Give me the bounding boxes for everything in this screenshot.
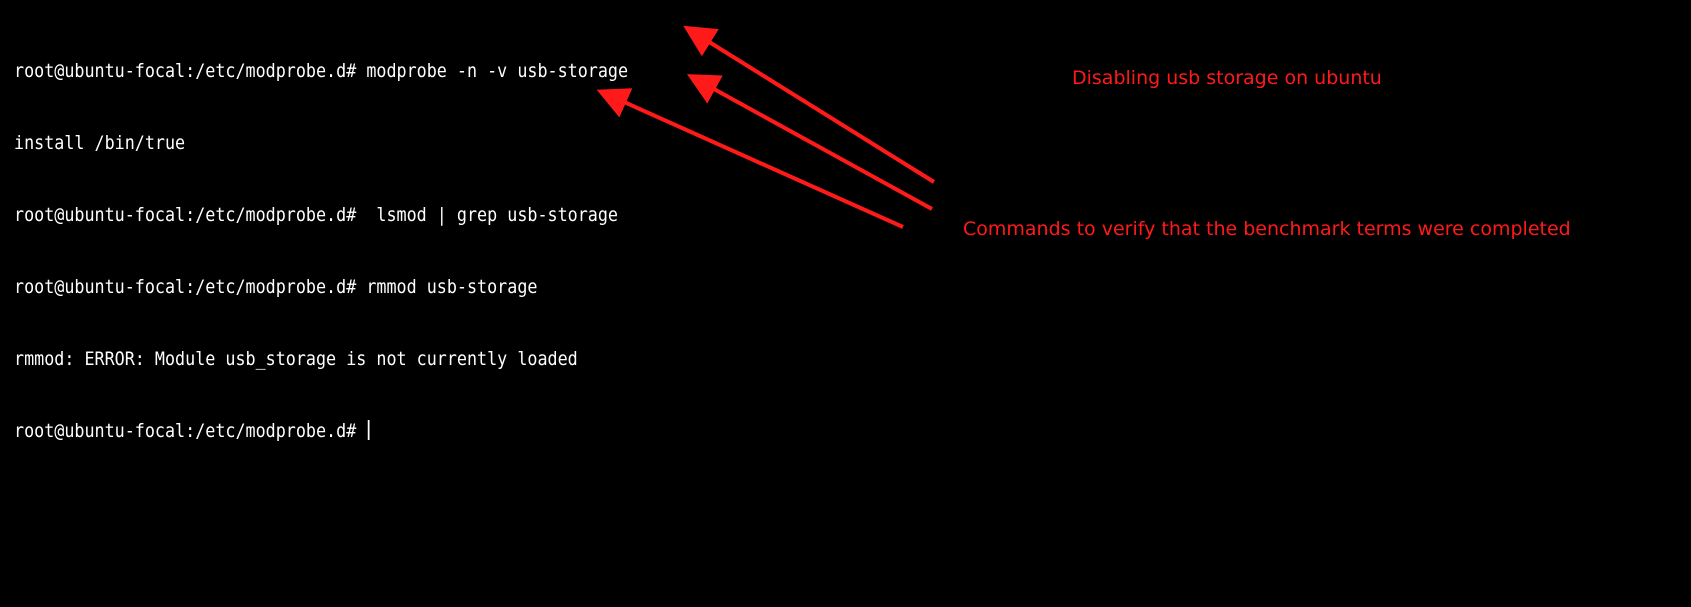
red-arrow-icon [683, 25, 936, 184]
terminal-line-command-rmmod: root@ubuntu-focal:/etc/modprobe.d# rmmod… [14, 276, 538, 298]
terminal-output[interactable]: root@ubuntu-focal:/etc/modprobe.d# modpr… [14, 11, 628, 491]
terminal-line-output-error: rmmod: ERROR: Module usb_storage is not … [14, 348, 578, 370]
red-arrow-icon [686, 74, 933, 211]
red-arrow-icon [596, 88, 904, 229]
annotation-title: Disabling usb storage on ubuntu [1072, 67, 1382, 89]
text-cursor [368, 420, 370, 440]
terminal-prompt: root@ubuntu-focal:/etc/modprobe.d# [14, 420, 367, 442]
terminal-prompt-line[interactable]: root@ubuntu-focal:/etc/modprobe.d# [14, 419, 628, 443]
terminal-line-command-lsmod: root@ubuntu-focal:/etc/modprobe.d# lsmod… [14, 204, 618, 226]
terminal-line-command-modprobe: root@ubuntu-focal:/etc/modprobe.d# modpr… [14, 60, 629, 82]
annotation-commands-note: Commands to verify that the benchmark te… [963, 218, 1571, 240]
terminal-line-output-install: install /bin/true [14, 132, 186, 154]
